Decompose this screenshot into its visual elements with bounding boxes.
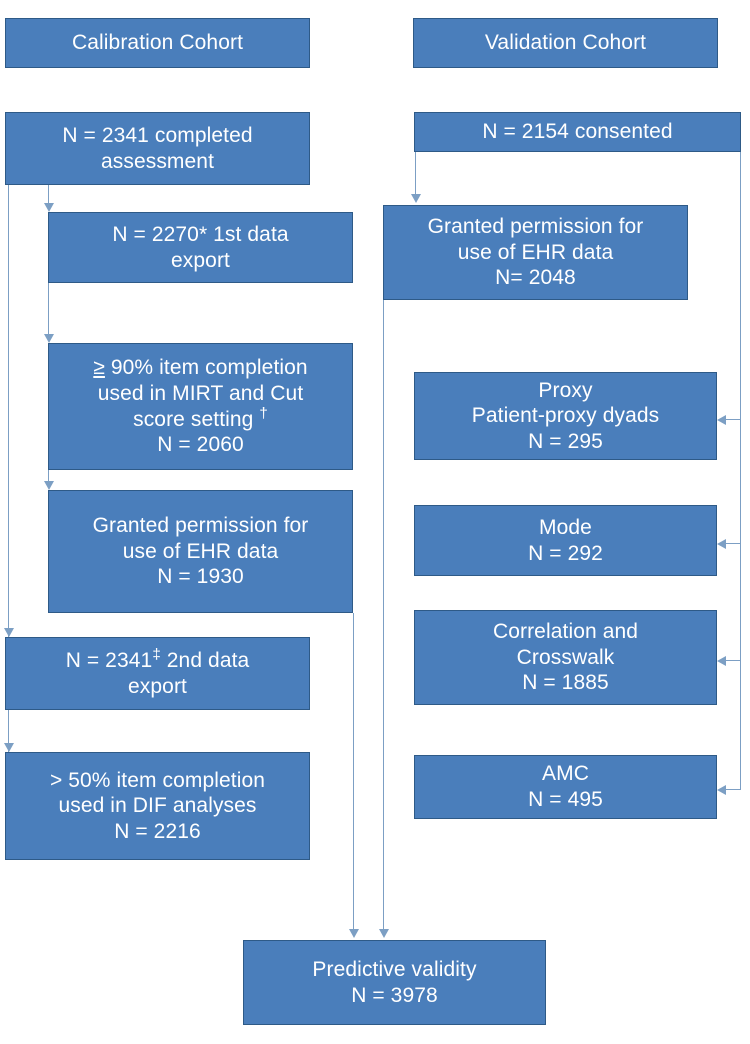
connector-consented-right-rail bbox=[740, 152, 742, 789]
node-predictive-validity: Predictive validity N = 3978 bbox=[243, 940, 546, 1025]
connector-mirt-to-ehr bbox=[48, 470, 50, 484]
node-calibration-ehr: Granted permission for use of EHR data N… bbox=[48, 490, 353, 613]
node-validation-consented-label: N = 2154 consented bbox=[482, 120, 673, 144]
dagger-footnote-marker: † bbox=[259, 404, 268, 422]
calibration-cohort-header: Calibration Cohort bbox=[5, 18, 310, 68]
node-calibration-export1-label: N = 2270* 1st data export bbox=[112, 222, 289, 272]
validation-cohort-header: Validation Cohort bbox=[413, 18, 718, 68]
node-calibration-export1: N = 2270* 1st data export bbox=[48, 212, 353, 283]
node-validation-proxy: Proxy Patient-proxy dyads N = 295 bbox=[414, 372, 717, 460]
node-calibration-export2-label: N = 2341‡ 2nd data export bbox=[12, 645, 303, 699]
arrow-calibration-to-dif bbox=[4, 743, 14, 752]
node-calibration-ehr-label: Granted permission for use of EHR data N… bbox=[92, 514, 309, 589]
connector-calibration-inner-spine bbox=[48, 185, 50, 210]
node-calibration-mirt-line1: 90% item completion bbox=[104, 356, 308, 380]
node-calibration-export2: N = 2341‡ 2nd data export bbox=[5, 637, 310, 710]
calibration-cohort-header-label: Calibration Cohort bbox=[71, 31, 244, 55]
arrow-calibration-to-export2 bbox=[4, 628, 14, 637]
node-calibration-mirt-line3: score setting bbox=[133, 407, 260, 431]
validation-cohort-header-label: Validation Cohort bbox=[484, 31, 647, 55]
node-calibration-completed: N = 2341 completed assessment bbox=[5, 112, 310, 185]
node-validation-ehr-label: Granted permission for use of EHR data N… bbox=[427, 215, 644, 290]
node-validation-proxy-label: Proxy Patient-proxy dyads N = 295 bbox=[471, 378, 660, 453]
arrow-consented-to-val-ehr bbox=[411, 194, 421, 203]
connector-val-ehr-to-outcome bbox=[383, 300, 385, 935]
arrow-rail-to-amc bbox=[717, 785, 726, 795]
arrow-rail-to-mode bbox=[717, 539, 726, 549]
connector-cal-ehr-to-outcome bbox=[353, 613, 355, 935]
connector-rail-to-amc bbox=[726, 789, 741, 791]
node-validation-amc-label: AMC N = 495 bbox=[528, 762, 603, 811]
node-calibration-export2-pre: N = 2341 bbox=[65, 648, 153, 672]
arrow-export1-to-mirt bbox=[44, 334, 54, 343]
greater-equal-symbol: ≥ bbox=[93, 356, 105, 380]
arrow-rail-to-correlation bbox=[717, 656, 726, 666]
node-validation-mode-label: Mode N = 292 bbox=[528, 515, 603, 565]
node-validation-mode: Mode N = 292 bbox=[414, 505, 717, 576]
arrow-val-ehr-to-outcome bbox=[379, 929, 389, 938]
arrow-completed-to-export1 bbox=[44, 203, 54, 212]
connector-calibration-spine bbox=[8, 185, 10, 759]
connector-rail-to-mode bbox=[726, 543, 741, 545]
connector-consented-to-val-ehr bbox=[415, 152, 417, 198]
node-calibration-completed-label: N = 2341 completed assessment bbox=[62, 123, 253, 173]
double-dagger-footnote-marker: ‡ bbox=[152, 645, 161, 663]
connector-rail-to-proxy bbox=[726, 419, 741, 421]
node-validation-consented: N = 2154 consented bbox=[414, 112, 741, 152]
node-validation-correlation: Correlation and Crosswalk N = 1885 bbox=[414, 610, 717, 705]
node-validation-ehr: Granted permission for use of EHR data N… bbox=[383, 205, 688, 300]
node-validation-amc: AMC N = 495 bbox=[414, 755, 717, 819]
node-predictive-validity-label: Predictive validity N = 3978 bbox=[312, 957, 477, 1007]
node-calibration-dif: > 50% item completion used in DIF analys… bbox=[5, 752, 310, 860]
connector-export1-to-mirt bbox=[48, 283, 50, 337]
node-calibration-export2-post: 2nd data export bbox=[128, 648, 250, 698]
node-validation-correlation-label: Correlation and Crosswalk N = 1885 bbox=[492, 620, 639, 695]
arrow-cal-ehr-to-outcome bbox=[349, 929, 359, 938]
node-calibration-mirt-line2: used in MIRT and Cut bbox=[97, 381, 304, 405]
node-calibration-mirt-line4: N = 2060 bbox=[157, 433, 244, 457]
arrow-rail-to-proxy bbox=[717, 415, 726, 425]
connector-rail-to-correlation bbox=[726, 660, 741, 662]
arrow-mirt-to-ehr bbox=[44, 481, 54, 490]
node-calibration-dif-label: > 50% item completion used in DIF analys… bbox=[49, 768, 266, 843]
